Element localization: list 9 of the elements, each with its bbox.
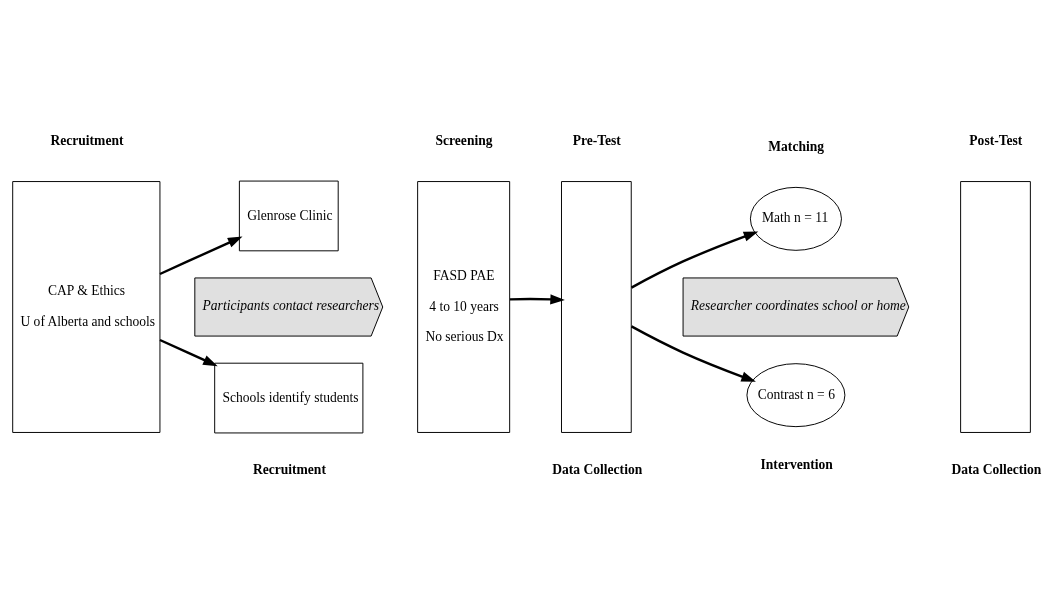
label: Data Collection	[552, 461, 643, 477]
label: Recruitment	[252, 461, 326, 477]
label: Post-Test	[969, 132, 1023, 148]
label: Screening	[435, 132, 493, 148]
label: Pre-Test	[572, 132, 621, 148]
label: Recruitment	[50, 132, 124, 148]
label: Intervention	[760, 455, 833, 471]
label: Data Collection	[951, 461, 1042, 477]
label: Matching	[768, 138, 825, 154]
